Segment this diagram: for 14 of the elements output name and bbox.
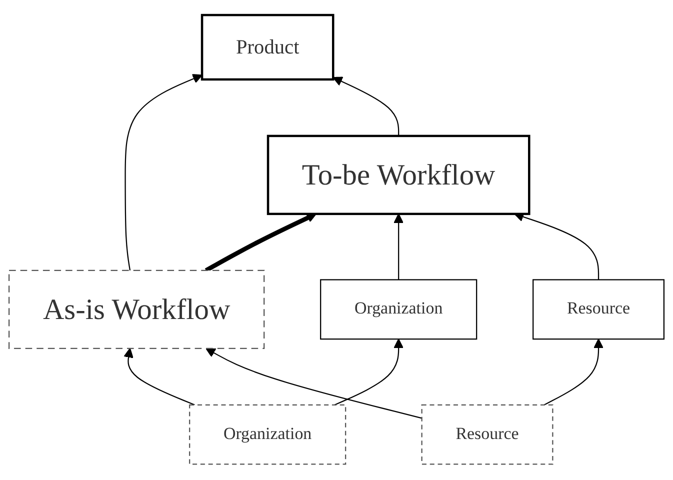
node-box: Organization <box>320 280 478 340</box>
arrow <box>544 338 604 406</box>
node-box: To-be Workflow <box>266 135 530 216</box>
arrow <box>124 74 202 271</box>
arrow <box>394 214 404 280</box>
arrow <box>206 348 422 420</box>
node-box: Product <box>200 14 334 81</box>
node-box: Resource <box>421 404 554 466</box>
node-box: Resource <box>532 280 665 340</box>
arrow <box>124 348 195 406</box>
node-box: Organization <box>189 404 346 466</box>
arrow <box>332 77 400 136</box>
arrow <box>334 338 404 406</box>
node-box: As-is Workflow <box>8 270 265 350</box>
